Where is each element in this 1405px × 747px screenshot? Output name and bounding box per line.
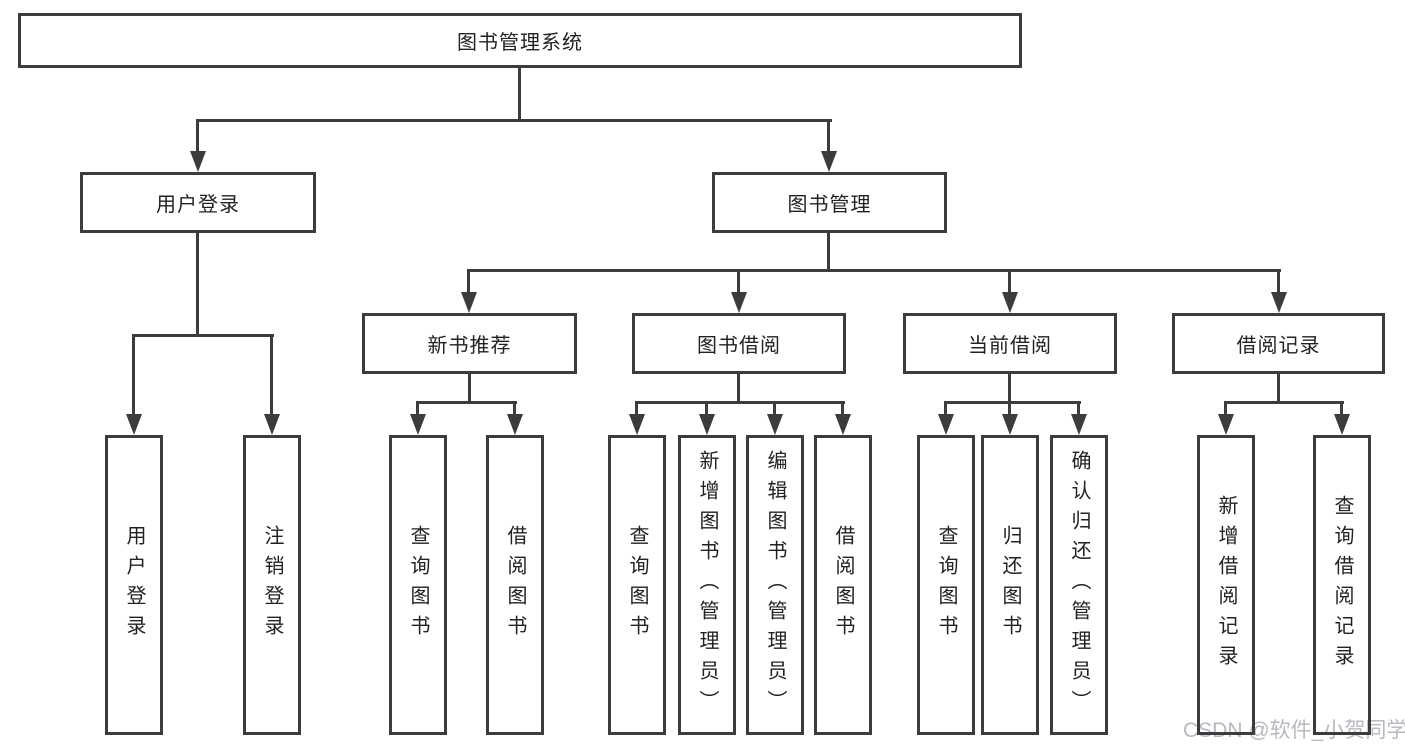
connector-g3-stub xyxy=(737,374,740,403)
leaf-borrow-borrow-books-label: 借阅图书 xyxy=(832,525,854,645)
connector-g5-arm1 xyxy=(1224,401,1227,416)
connector-root-split xyxy=(196,119,832,122)
arrowhead-book-borrow xyxy=(731,292,747,313)
connector-g4-arm2 xyxy=(1008,401,1011,416)
arrowhead-g3-add xyxy=(699,414,715,435)
connector-arm-book-borrow xyxy=(737,269,740,294)
connector-userlogin-arm-left xyxy=(132,334,135,415)
leaf-newbook-borrow-books-label: 借阅图书 xyxy=(504,525,526,645)
connector-bookmgmt-stub xyxy=(827,233,830,271)
node-book-borrow: 图书借阅 xyxy=(632,313,846,374)
node-borrow-records: 借阅记录 xyxy=(1172,313,1385,374)
arrowhead-book-management xyxy=(821,151,837,172)
leaf-borrow-query-books-label: 查询图书 xyxy=(626,525,648,645)
node-book-management-label: 图书管理 xyxy=(787,194,872,216)
leaf-add-book-admin-label: 新增图书（管理员） xyxy=(696,450,718,720)
arrowhead-borrow-records xyxy=(1271,292,1287,313)
leaf-current-query-books: 查询图书 xyxy=(917,435,975,735)
arrowhead-current-borrow xyxy=(1002,292,1018,313)
node-user-login: 用户登录 xyxy=(80,172,316,233)
connector-userlogin-arm-right xyxy=(270,334,273,415)
node-book-management: 图书管理 xyxy=(712,172,947,233)
arrowhead-g3-query xyxy=(629,414,645,435)
connector-g4-stub xyxy=(1008,374,1011,403)
leaf-newbook-query-books-label: 查询图书 xyxy=(407,525,429,645)
connector-g5-stub xyxy=(1277,374,1280,403)
connector-root-stub xyxy=(518,68,521,121)
arrowhead-new-book xyxy=(461,292,477,313)
connector-g2-split xyxy=(416,401,517,404)
connector-root-arm-left xyxy=(196,119,199,152)
arrowhead-g2-query xyxy=(410,414,426,435)
node-borrow-records-label: 借阅记录 xyxy=(1236,335,1321,357)
leaf-newbook-query-books: 查询图书 xyxy=(389,435,447,735)
connector-g3-split xyxy=(635,401,845,404)
leaf-return-book-label: 归还图书 xyxy=(999,525,1021,645)
node-current-borrow-label: 当前借阅 xyxy=(968,335,1052,357)
leaf-user-login: 用户登录 xyxy=(105,435,163,735)
connector-g2-stub xyxy=(468,374,471,403)
connector-g5-split xyxy=(1224,401,1344,404)
arrowhead-g4-confirm xyxy=(1071,414,1087,435)
leaf-add-book-admin: 新增图书（管理员） xyxy=(678,435,736,735)
leaf-add-borrow-record-label: 新增借阅记录 xyxy=(1215,495,1237,675)
connector-arm-new-book xyxy=(467,269,470,294)
connector-g3-arm4 xyxy=(841,401,844,416)
connector-userlogin-split xyxy=(132,334,274,337)
leaf-add-borrow-record: 新增借阅记录 xyxy=(1197,435,1255,735)
leaf-query-borrow-record: 查询借阅记录 xyxy=(1313,435,1371,735)
node-library-system: 图书管理系统 xyxy=(18,13,1022,68)
leaf-confirm-return-admin-label: 确认归还（管理员） xyxy=(1068,450,1090,720)
leaf-edit-book-admin: 编辑图书（管理员） xyxy=(746,435,804,735)
arrowhead-g3-edit xyxy=(767,414,783,435)
connector-g3-arm3 xyxy=(773,401,776,416)
leaf-return-book: 归还图书 xyxy=(981,435,1039,735)
leaf-newbook-borrow-books: 借阅图书 xyxy=(486,435,544,735)
connector-g2-arm2 xyxy=(513,401,516,416)
leaf-logout-label: 注销登录 xyxy=(261,525,283,645)
arrowhead-g5-add xyxy=(1218,414,1234,435)
leaf-borrow-query-books: 查询图书 xyxy=(608,435,666,735)
leaf-current-query-books-label: 查询图书 xyxy=(935,525,957,645)
connector-arm-current-borrow xyxy=(1008,269,1011,294)
node-new-book-recommend-label: 新书推荐 xyxy=(427,335,512,357)
node-library-system-label: 图书管理系统 xyxy=(457,32,583,54)
connector-bookmgmt-split xyxy=(468,269,1281,272)
connector-g2-arm1 xyxy=(416,401,419,416)
arrowhead-g4-query xyxy=(938,414,954,435)
arrowhead-leaf-user-login xyxy=(126,414,142,435)
connector-g5-arm2 xyxy=(1340,401,1343,416)
arrowhead-user-login xyxy=(190,151,206,172)
connector-arm-borrow-records xyxy=(1277,269,1280,294)
arrowhead-leaf-logout xyxy=(264,414,280,435)
watermark: CSDN @软件_小贺同学 xyxy=(1183,719,1405,742)
connector-g4-arm1 xyxy=(944,401,947,416)
node-user-login-label: 用户登录 xyxy=(156,194,240,216)
leaf-query-borrow-record-label: 查询借阅记录 xyxy=(1331,495,1353,675)
node-current-borrow: 当前借阅 xyxy=(903,313,1117,374)
connector-g4-split xyxy=(944,401,1081,404)
connector-g3-arm1 xyxy=(635,401,638,416)
node-book-borrow-label: 图书借阅 xyxy=(697,335,781,357)
connector-root-arm-right xyxy=(827,119,830,152)
leaf-logout: 注销登录 xyxy=(243,435,301,735)
leaf-edit-book-admin-label: 编辑图书（管理员） xyxy=(764,450,786,720)
arrowhead-g3-borrow xyxy=(835,414,851,435)
arrowhead-g4-return xyxy=(1002,414,1018,435)
connector-g3-arm2 xyxy=(705,401,708,416)
leaf-confirm-return-admin: 确认归还（管理员） xyxy=(1050,435,1108,735)
leaf-borrow-borrow-books: 借阅图书 xyxy=(814,435,872,735)
connector-g4-arm3 xyxy=(1077,401,1080,416)
leaf-user-login-label: 用户登录 xyxy=(123,525,145,645)
arrowhead-g2-borrow xyxy=(507,414,523,435)
connector-userlogin-stub xyxy=(196,233,199,336)
arrowhead-g5-query xyxy=(1334,414,1350,435)
node-new-book-recommend: 新书推荐 xyxy=(362,313,577,374)
